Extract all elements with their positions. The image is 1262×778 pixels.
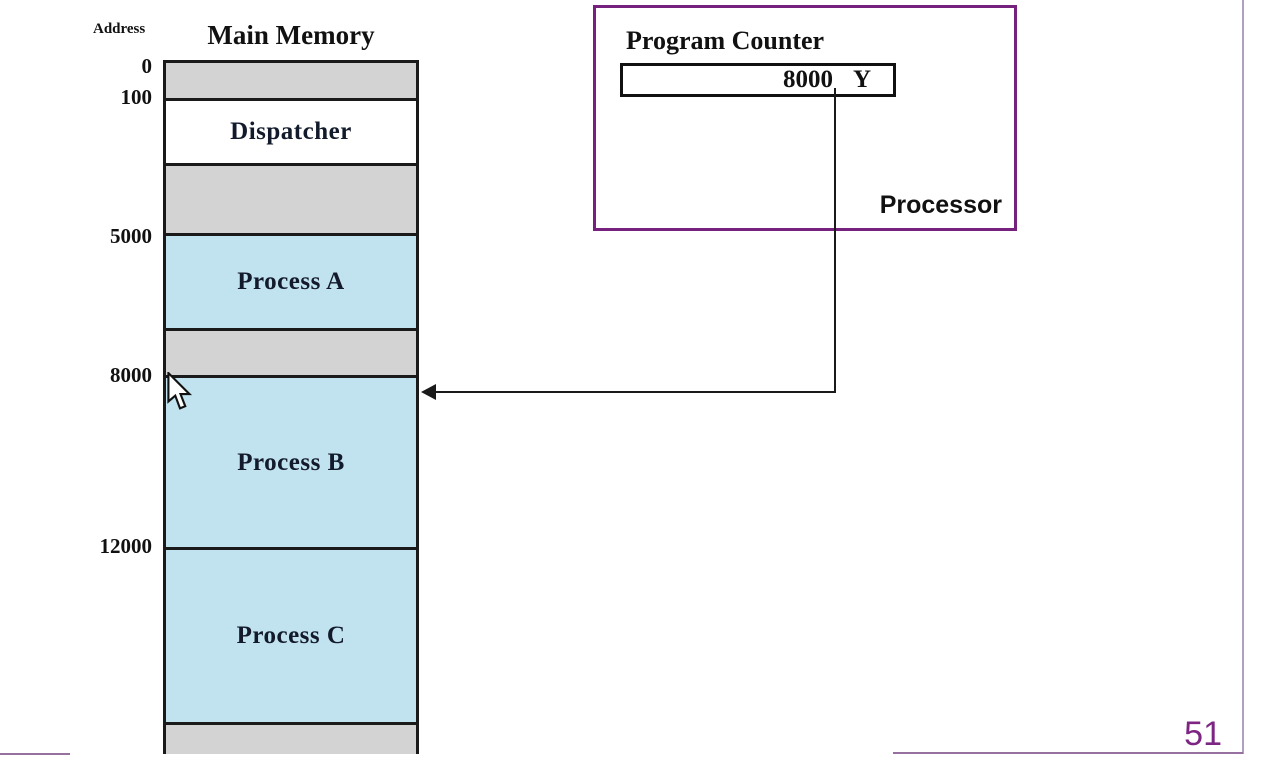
- address-column-heading: Address: [93, 21, 146, 37]
- pc-pointer-line-vertical: [834, 88, 836, 393]
- memory-segment-process-b: Process B: [166, 375, 416, 547]
- pc-pointer-line-horizontal: [433, 391, 836, 393]
- memory-segment-process-a: Process A: [166, 233, 416, 328]
- address-tick-5000: 5000: [110, 224, 152, 248]
- address-tick-8000: 8000: [110, 363, 152, 387]
- program-counter-register: 8000 Y: [620, 63, 896, 97]
- slide-footer-line-left: [0, 753, 70, 755]
- memory-segment-unused-4: [166, 328, 416, 375]
- page-number: 51: [1184, 715, 1222, 753]
- slide-footer-line-right: [893, 752, 1243, 754]
- main-memory-title: Main Memory: [207, 20, 375, 50]
- program-counter-label: Program Counter: [626, 26, 825, 55]
- dispatcher-label: Dispatcher: [230, 118, 352, 145]
- process-a-label: Process A: [237, 268, 345, 295]
- program-counter-value: 8000: [782, 66, 833, 93]
- processor-label: Processor: [879, 191, 1002, 219]
- address-tick-0: 0: [141, 54, 153, 78]
- main-memory-column: Dispatcher Process A Process B Process C: [163, 60, 419, 754]
- address-tick-100: 100: [120, 85, 153, 109]
- memory-segment-top-unused: [166, 63, 416, 98]
- address-tick-12000: 12000: [99, 534, 153, 558]
- processor-box: Program Counter 8000 Y Processor: [593, 5, 1017, 231]
- mouse-cursor-icon: [167, 372, 193, 410]
- memory-segment-bottom-unused: [166, 722, 416, 754]
- memory-segment-process-c: Process C: [166, 547, 416, 722]
- memory-segment-unused-2: [166, 163, 416, 233]
- process-b-label: Process B: [237, 448, 345, 476]
- slide-border-right: [1242, 0, 1244, 754]
- process-c-label: Process C: [236, 622, 346, 649]
- pc-pointer-arrowhead-icon: [421, 384, 436, 400]
- program-counter-pointer-origin: Y: [852, 66, 871, 93]
- memory-segment-dispatcher: Dispatcher: [166, 98, 416, 163]
